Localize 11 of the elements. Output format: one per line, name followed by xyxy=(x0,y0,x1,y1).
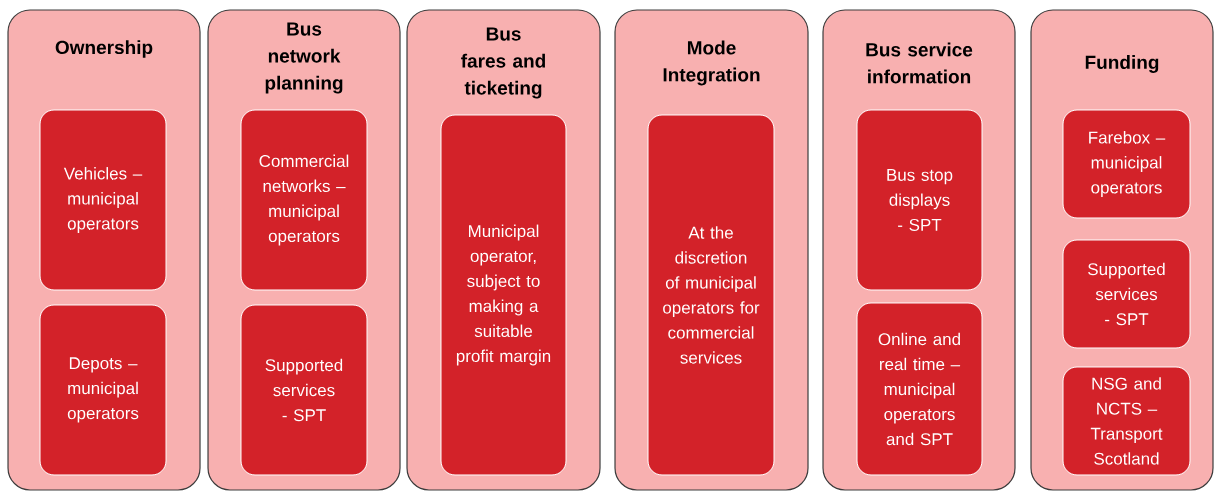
role-box: At the discretion of municipal operators for commercial services xyxy=(647,114,775,476)
role-box: Supported services - SPT xyxy=(240,304,368,476)
role-box: Commercial networks – municipal operators xyxy=(240,109,368,291)
role-box: Bus stop displays - SPT xyxy=(856,109,983,291)
role-box: Farebox – municipal operators xyxy=(1062,109,1191,219)
role-box: Municipal operator, subject to making a suitable profit margin xyxy=(440,114,567,476)
role-box: Supported services - SPT xyxy=(1062,239,1191,349)
role-box: Depots – municipal operators xyxy=(39,304,167,476)
role-box: Vehicles – municipal operators xyxy=(39,109,167,291)
role-box: NSG and NCTS – Transport Scotland xyxy=(1062,366,1191,476)
role-box: Online and real time – municipal operators and SPT xyxy=(856,302,983,476)
